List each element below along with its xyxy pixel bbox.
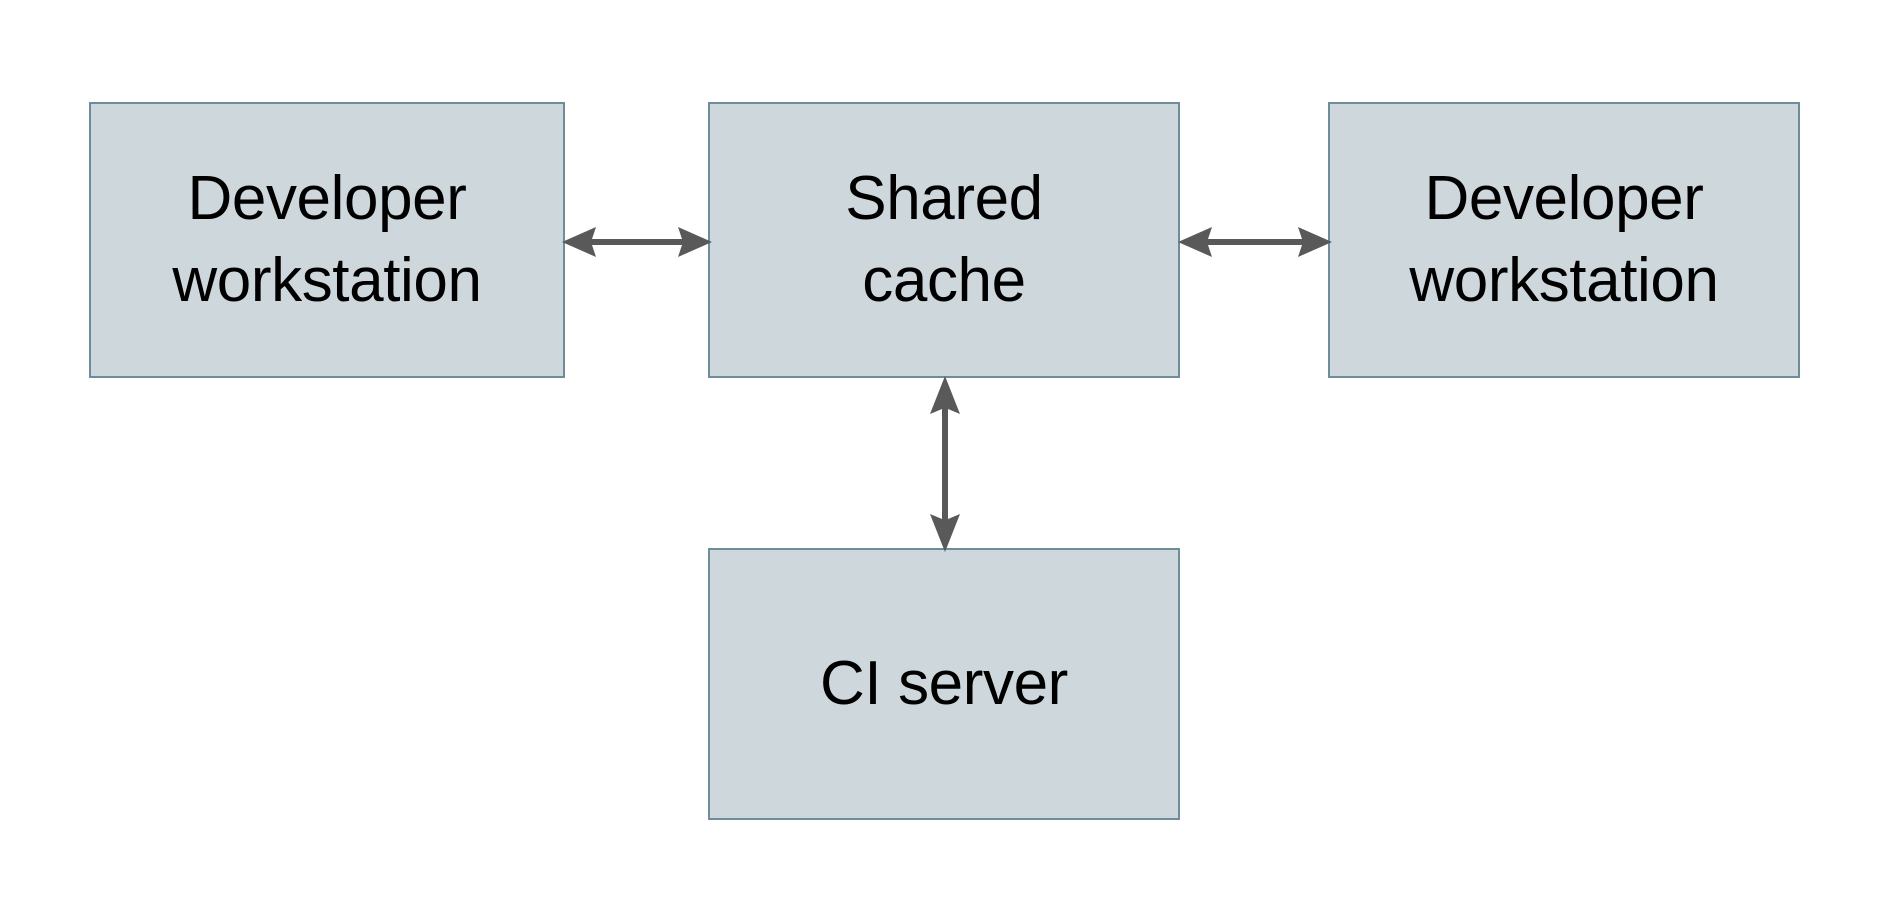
node-label: CI server [820,649,1068,719]
node-developer-workstation-left[interactable]: Developer workstation [89,102,565,378]
edge-shared-cache-to-developer-right-double-arrow-icon [1178,227,1332,257]
node-label: Developer workstation [1409,164,1719,315]
node-label: Shared cache [845,164,1043,315]
edge-developer-left-to-shared-cache-double-arrow-icon [562,227,712,257]
edge-shared-cache-to-ci-server-double-arrow-icon [930,376,960,552]
node-ci-server[interactable]: CI server [708,548,1180,820]
node-developer-workstation-right[interactable]: Developer workstation [1328,102,1800,378]
node-shared-cache[interactable]: Shared cache [708,102,1180,378]
node-label: Developer workstation [172,164,482,315]
